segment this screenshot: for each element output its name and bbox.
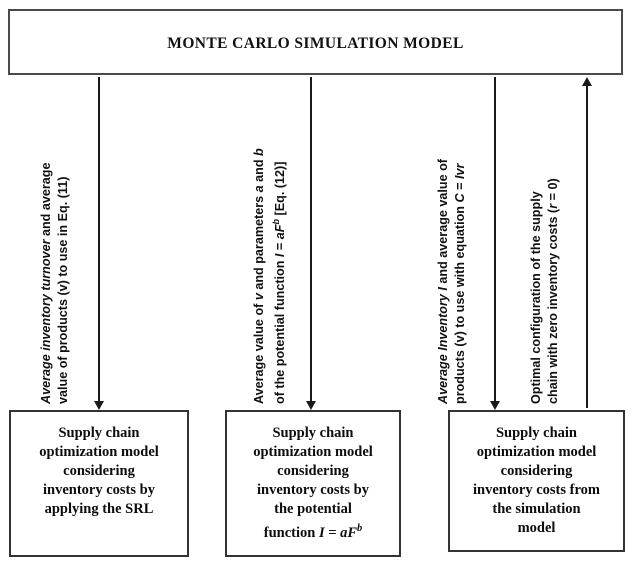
flow-label-pf-line2-eq: = (273, 239, 288, 254)
flow-label-opt-line2-pre: chain with zero inventory costs ( (546, 208, 560, 404)
flow-label-pf-a: a (252, 185, 266, 193)
arrow-head-down-srl (94, 401, 104, 410)
flow-label-sim-line2-eq: = (453, 179, 467, 194)
flow-label-pf-line2-aF: aF (273, 224, 288, 240)
flow-label-optimal-config: Optimal configuration of the supply chai… (528, 84, 562, 404)
flow-label-simulation-input: Average Inventory I and average value of… (435, 84, 469, 404)
flow-label-pf-line2-pre: of the potential function (273, 257, 288, 404)
flow-label-sim-line2-C: C (453, 193, 467, 203)
box-srl-line-3: considering (63, 463, 135, 479)
box-sim-line-1: Supply chain (495, 425, 577, 441)
flow-label-opt-line1: Optimal configuration of the supply (529, 191, 543, 404)
flow-label-sim-line1-italic: Average Inventory I (436, 287, 450, 404)
arrow-head-down-simulation-input (490, 401, 500, 410)
connector-line-optimal-config (586, 86, 588, 408)
box-srl-line-2: optimization model (39, 444, 159, 460)
box-simulation: Supply chain optimization model consider… (448, 410, 625, 552)
connector-line-simulation-input (494, 77, 496, 407)
flow-label-opt-line2-r: r (546, 203, 560, 209)
box-pf-formula: function I = aFb (231, 519, 395, 543)
connector-line-potential-function (310, 77, 312, 407)
box-srl-line-5: applying the SRL (44, 501, 154, 517)
flow-label-srl-line1-rest: and average (39, 162, 53, 240)
box-pf-formula-eq: = (324, 524, 341, 541)
connector-line-srl (98, 77, 100, 407)
flow-label-sim-line1-rest: and average value of (436, 159, 450, 288)
box-sim-line-5: the simulation (492, 501, 581, 517)
box-pf-formula-I: I (318, 524, 325, 541)
box-pf-line-4: inventory costs by (257, 482, 369, 498)
flow-label-pf-line2-I: I (273, 253, 288, 258)
box-pf-line-1: Supply chain (272, 425, 354, 441)
box-potential-function-text: Supply chain optimization model consider… (231, 424, 395, 543)
flow-label-pf-v: v (252, 293, 266, 301)
flow-label-srl-line2: value of products (v) to use in Eq. (11) (56, 176, 70, 404)
box-sim-line-3: considering (500, 463, 573, 479)
arrow-head-up-optimal-config (582, 77, 592, 86)
arrow-head-down-potential-function (306, 401, 316, 410)
flow-label-potential-function: Average value of v and parameters a and … (251, 84, 289, 404)
flow-label-pf-b: b (252, 148, 266, 156)
box-pf-line-2: optimization model (253, 444, 373, 460)
box-pf-line-3: considering (277, 463, 349, 479)
flow-label-pf-line2-sup: b (271, 218, 281, 225)
box-sim-line-4: inventory costs from (473, 482, 600, 498)
box-simulation-text: Supply chain optimization model consider… (454, 424, 619, 538)
box-pf-formula-prefix: function (263, 524, 319, 541)
flow-label-sim-line2-pre: products (v) to use with equation (453, 202, 467, 404)
page-title: MONTE CARLO SIMULATION MODEL (167, 35, 464, 52)
flow-label-srl-line1-italic: Average inventory turnover (39, 239, 53, 404)
flow-label-srl: Average inventory turnover and average v… (38, 94, 72, 405)
box-srl: Supply chain optimization model consider… (9, 410, 189, 557)
flow-label-pf-and: and (252, 155, 266, 186)
box-srl-line-4: inventory costs by (43, 482, 155, 498)
box-potential-function: Supply chain optimization model consider… (225, 410, 401, 557)
box-pf-line-5: the potential (274, 501, 352, 517)
flow-label-opt-line2-post: = 0) (546, 178, 560, 204)
flow-label-pf-line2-post: [Eq. (12)] (273, 161, 288, 219)
box-srl-text: Supply chain optimization model consider… (15, 424, 183, 519)
flow-label-pf-mid: and parameters (252, 192, 266, 294)
monte-carlo-model-box: MONTE CARLO SIMULATION MODEL (8, 9, 623, 75)
box-srl-line-1: Supply chain (58, 425, 140, 441)
box-sim-line-6: model (517, 520, 556, 536)
flow-label-pf-pre: Average value of (252, 300, 266, 404)
flow-label-sim-line2-Ivr: Ivr (453, 163, 467, 180)
box-sim-line-2: optimization model (476, 444, 597, 460)
box-pf-formula-sup: b (357, 523, 363, 534)
box-pf-formula-aF: aF (340, 524, 358, 541)
